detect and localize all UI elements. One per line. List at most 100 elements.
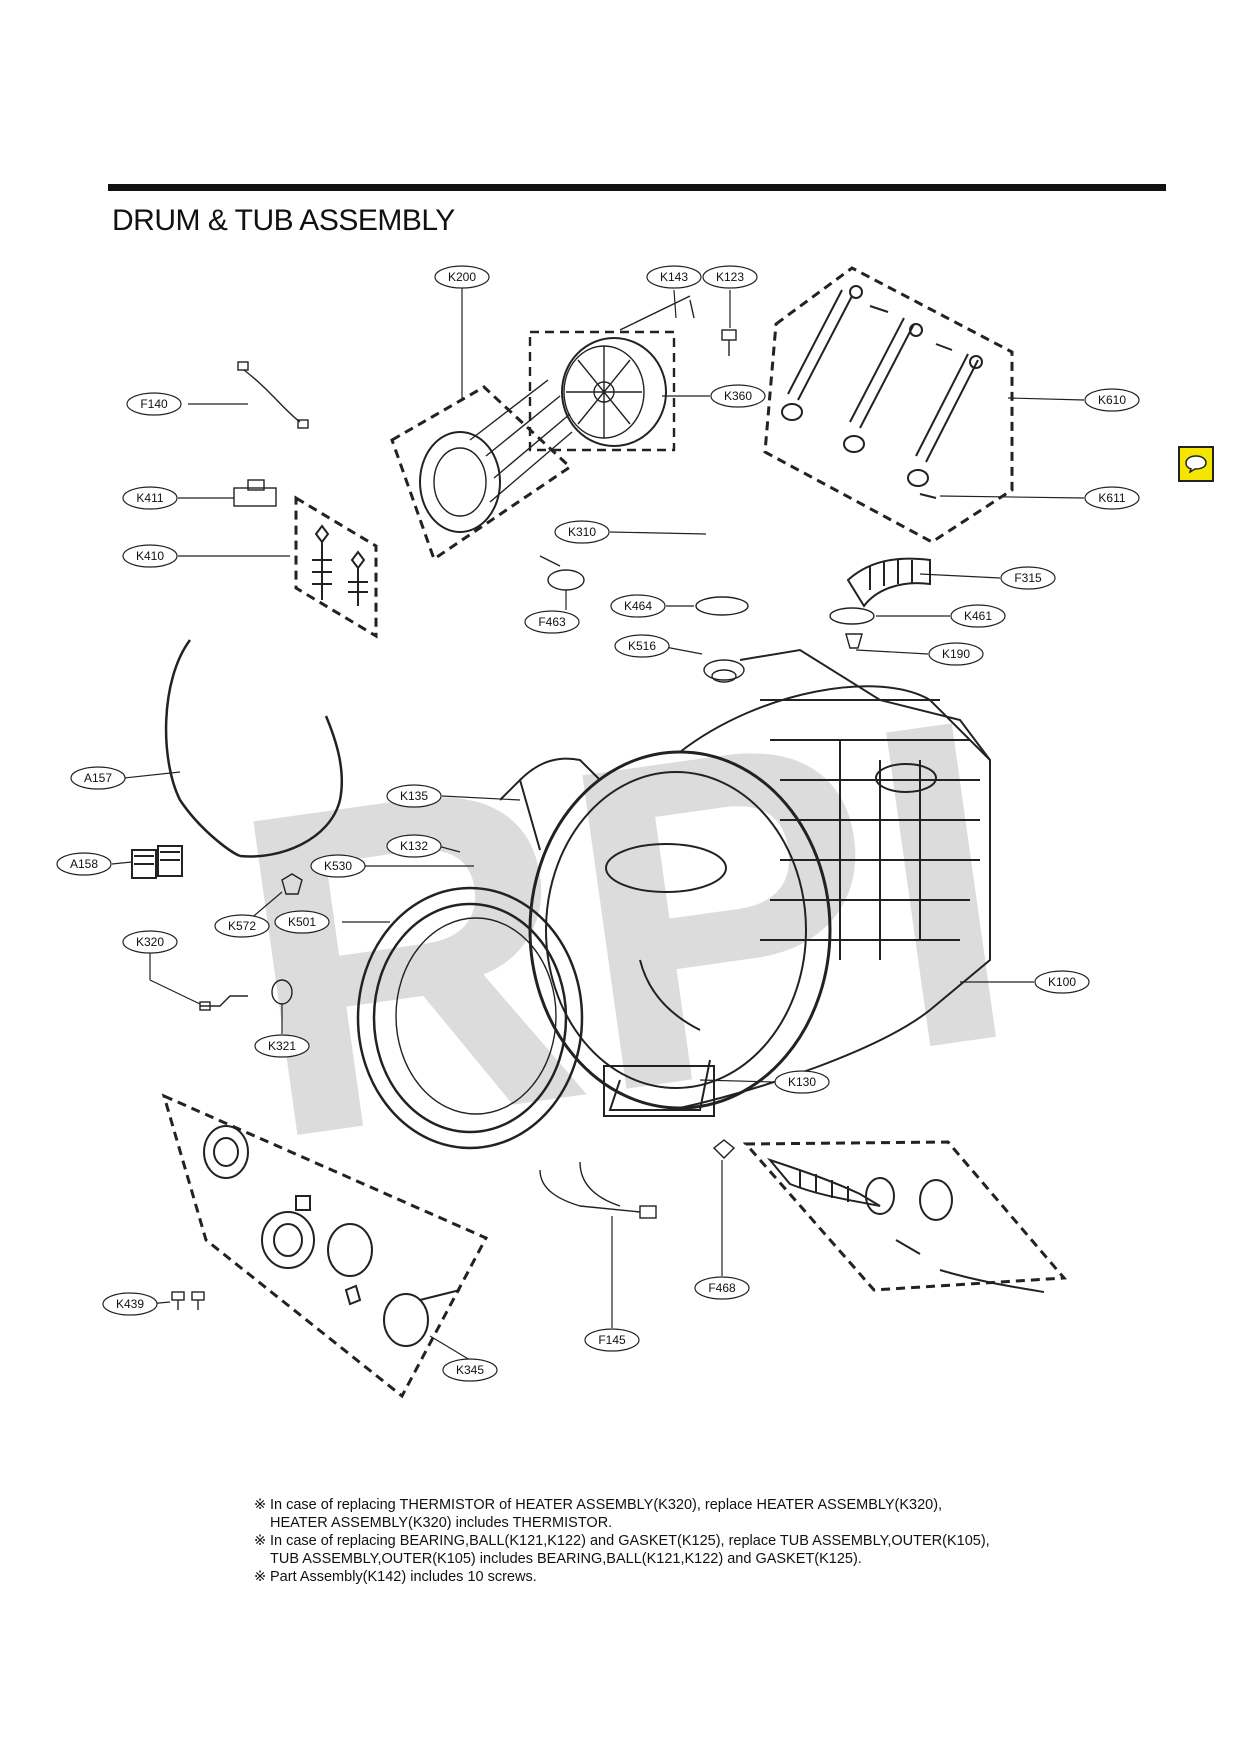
callout-label: K135 [400, 789, 428, 803]
drum-pulley-part [561, 295, 691, 447]
callout-label: K410 [136, 549, 164, 563]
callout-bubble [70, 766, 126, 790]
callout-bubble [614, 634, 670, 658]
callout-label: K100 [1048, 975, 1076, 989]
callout-k132: K132 [386, 834, 442, 858]
callout-bubble [774, 1070, 830, 1094]
hose-clip-part [712, 1139, 736, 1159]
callout-label: F463 [538, 615, 566, 629]
callout-label: K200 [448, 270, 476, 284]
callout-k516: K516 [614, 634, 670, 658]
callout-k610: K610 [1084, 388, 1140, 412]
screws-part [171, 1291, 205, 1310]
callout-k130: K130 [774, 1070, 830, 1094]
callout-label: K360 [724, 389, 752, 403]
leader-lines [111, 288, 1085, 1361]
callout-f468: F468 [694, 1276, 750, 1300]
callout-bubble [1084, 486, 1140, 510]
callout-a157: A157 [70, 766, 126, 790]
callout-bubble [1084, 388, 1140, 412]
watermark: RPI [209, 621, 1040, 1236]
header-rule [108, 184, 1166, 191]
footnote: ※ Part Assembly(K142) includes 10 screws… [254, 1568, 1154, 1586]
pulley-bolt-part [689, 299, 737, 356]
door-gasket-part [356, 886, 584, 1150]
callout-label: K411 [136, 491, 163, 505]
callout-a158: A158 [56, 852, 112, 876]
callout-label: K190 [942, 647, 970, 661]
callout-bubble [274, 910, 330, 934]
callout-bubble [310, 854, 366, 878]
callout-k410: K410 [122, 544, 178, 568]
grommet-part [703, 659, 745, 683]
speech-bubble-icon[interactable] [1178, 446, 1214, 482]
callout-bubble [214, 914, 270, 938]
callout-bubble [56, 852, 112, 876]
callout-bubble [254, 1034, 310, 1058]
note-mark: ※ [254, 1569, 267, 1585]
gasket-part [695, 596, 749, 616]
callout-k123: K123 [702, 265, 758, 289]
callout-label: K501 [288, 915, 316, 929]
callout-label: F315 [1014, 571, 1042, 585]
callout-k190: K190 [928, 642, 984, 666]
footnote: ※ In case of replacing BEARING,BALL(K121… [254, 1532, 1154, 1568]
callout-k501: K501 [274, 910, 330, 934]
footnote: ※ In case of replacing THERMISTOR of HEA… [254, 1496, 1154, 1532]
callout-bubble [386, 784, 442, 808]
heater-wire-part [199, 995, 248, 1011]
callout-k461: K461 [950, 604, 1006, 628]
callout-label: K464 [624, 599, 652, 613]
nut-part [281, 873, 303, 895]
callout-label: K610 [1098, 393, 1126, 407]
callout-k345: K345 [442, 1358, 498, 1382]
note-mark: ※ [254, 1533, 267, 1549]
callout-bubble [1000, 566, 1056, 590]
callout-k360: K360 [710, 384, 766, 408]
callout-bubble [710, 384, 766, 408]
callout-label: K516 [628, 639, 656, 653]
callout-label: K130 [788, 1075, 816, 1089]
callout-bubble [950, 604, 1006, 628]
callout-k320: K320 [122, 930, 178, 954]
pulley-group [528, 330, 676, 452]
callout-label: K132 [400, 839, 428, 853]
drain-hose-part [766, 1157, 1045, 1293]
callout-bubble [646, 265, 702, 289]
callout-f463: F463 [524, 610, 580, 634]
callout-k200: K200 [434, 265, 490, 289]
callout-k310: K310 [554, 520, 610, 544]
vent-hose-part [846, 557, 931, 608]
note-line: In case of replacing THERMISTOR of HEATE… [270, 1497, 943, 1513]
tub-assembly-part [528, 648, 991, 1117]
callout-label: K320 [136, 935, 164, 949]
callout-label: F468 [708, 1281, 736, 1295]
tub-hose-part [131, 845, 183, 879]
callout-label: A157 [84, 771, 112, 785]
callout-k143: K143 [646, 265, 702, 289]
spring-group [294, 495, 378, 639]
callout-label: F140 [140, 397, 168, 411]
bearing-kit-group [390, 385, 573, 562]
callout-label: K143 [660, 270, 688, 284]
note-line: In case of replacing BEARING,BALL(K121,K… [270, 1533, 990, 1549]
callout-k464: K464 [610, 594, 666, 618]
harness-wires-part [539, 1161, 657, 1219]
callout-bubble [694, 1276, 750, 1300]
callout-bubble [122, 930, 178, 954]
callout-f315: F315 [1000, 566, 1056, 590]
check-valve-part [845, 633, 863, 649]
note-line: TUB ASSEMBLY,OUTER(K105) includes BEARIN… [270, 1551, 862, 1567]
callout-bubble [702, 265, 758, 289]
note-mark: ※ [254, 1497, 267, 1513]
front-tub-part [499, 757, 601, 851]
callout-k411: K411 [122, 486, 178, 510]
callout-label: K439 [116, 1297, 144, 1311]
callout-k530: K530 [310, 854, 366, 878]
callout-label: K123 [716, 270, 744, 284]
callout-bubble [442, 1358, 498, 1382]
drain-hose-group [742, 1140, 1068, 1292]
callout-k439: K439 [102, 1292, 158, 1316]
drain-pump-group [161, 1093, 489, 1399]
drain-pump-parts [203, 1125, 461, 1347]
